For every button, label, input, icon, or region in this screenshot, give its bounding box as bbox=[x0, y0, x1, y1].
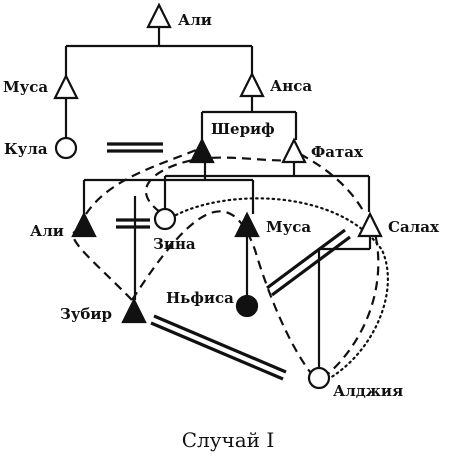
descent-lines bbox=[64, 27, 372, 368]
name-labels: Али Муса Анса Кула Шериф Фатах Али Зина … bbox=[3, 11, 440, 400]
double-bar-zubir bbox=[116, 218, 150, 229]
male-open-triangle-fatah bbox=[281, 137, 307, 164]
male-filled-triangle-zubir bbox=[121, 297, 147, 324]
female-open-circle-kula bbox=[54, 136, 78, 160]
figure-caption: Случай I bbox=[182, 428, 275, 452]
label-nfisa: Ньфиса bbox=[166, 289, 234, 307]
male-open-triangle-salah bbox=[357, 211, 383, 238]
label-fatah: Фатах bbox=[311, 143, 364, 161]
label-salah: Салах bbox=[388, 218, 440, 236]
label-musa: Муса bbox=[266, 218, 311, 236]
label-musa-top: Муса bbox=[3, 78, 48, 96]
dashed-ali-sherif bbox=[85, 148, 197, 215]
male-filled-triangle-musa bbox=[234, 211, 260, 238]
male-open-triangle-musa-top bbox=[53, 73, 79, 100]
female-open-circle-aldzhiya bbox=[307, 366, 331, 390]
dashed-zina-sherif bbox=[144, 156, 291, 213]
female-filled-circle-nfisa bbox=[235, 294, 259, 318]
dashed-zubir-ali bbox=[72, 228, 133, 301]
label-kula: Кула bbox=[4, 140, 48, 158]
male-open-triangle-ansa bbox=[239, 71, 265, 98]
label-sherif: Шериф bbox=[211, 120, 275, 138]
dotted-zina-aldzhiya bbox=[174, 197, 389, 380]
label-aldzhiya: Алджия bbox=[333, 382, 403, 400]
label-ali-top: Али bbox=[178, 11, 212, 29]
dashed-fatah-salah bbox=[299, 153, 366, 215]
dashed-zubir-aldzhiya bbox=[131, 210, 311, 373]
label-ansa: Анса bbox=[270, 77, 312, 95]
male-filled-triangle-ali bbox=[71, 211, 97, 238]
double-bar-zubir-aldzhiya bbox=[150, 314, 287, 381]
double-bar-top bbox=[107, 142, 163, 153]
label-zubir: Зубир bbox=[60, 305, 112, 323]
label-ali: Али bbox=[30, 222, 64, 240]
female-open-circle-zina bbox=[153, 207, 177, 231]
people-symbols bbox=[53, 2, 383, 390]
double-bar-salah-nfisa bbox=[266, 228, 351, 297]
label-zina: Зина bbox=[153, 235, 196, 253]
male-filled-triangle-sherif bbox=[189, 137, 215, 164]
double-bars bbox=[107, 142, 351, 381]
male-open-triangle-ali-top bbox=[146, 2, 172, 29]
